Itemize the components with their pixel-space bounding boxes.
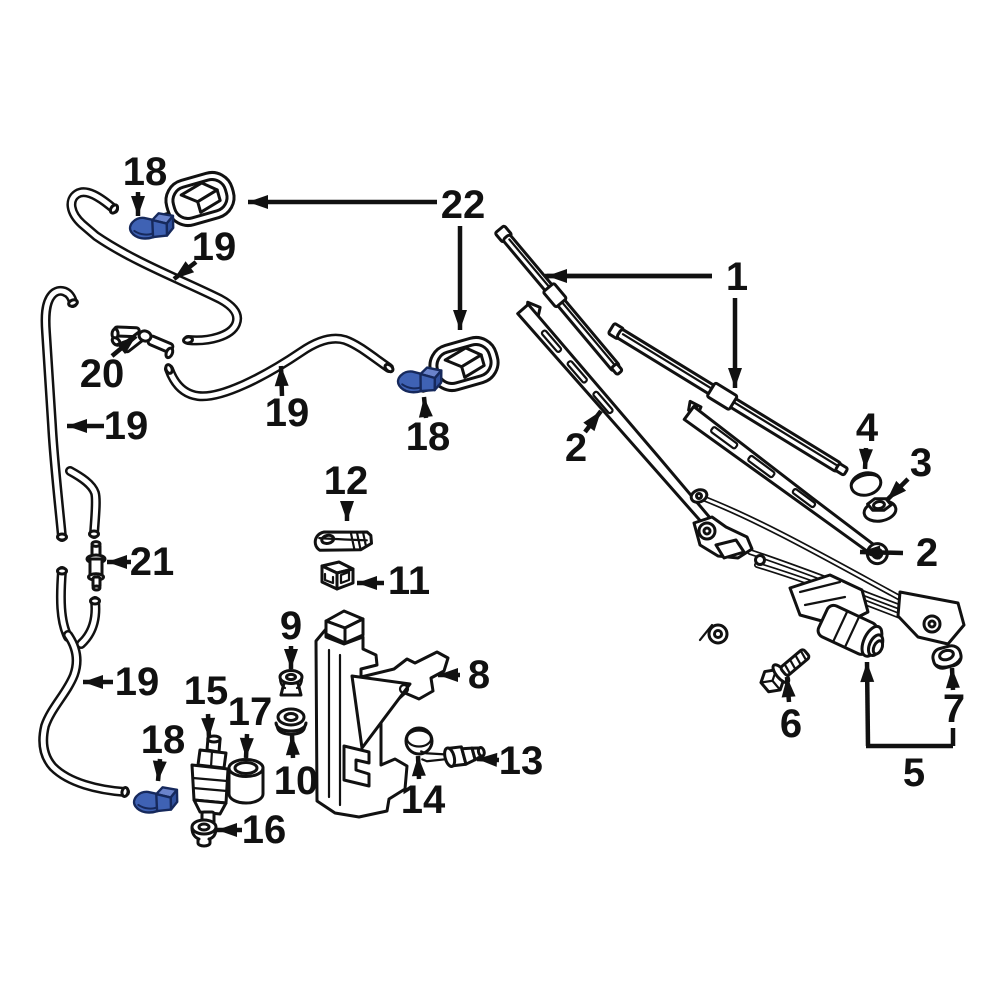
- part-number-label: 8: [468, 653, 490, 697]
- callout-arrow: [201, 713, 216, 739]
- part-number-label: 18: [123, 150, 168, 194]
- mount-grommet: [931, 644, 963, 670]
- part-number-label: 16: [242, 808, 287, 852]
- callout-arrow: [781, 676, 796, 703]
- part-number-label: 19: [192, 225, 237, 269]
- callout-10-18: 10: [274, 734, 319, 803]
- part-number-label: 17: [228, 690, 273, 734]
- callout-3-10: 3: [885, 441, 932, 502]
- callout-19-5: 19: [265, 365, 310, 435]
- part-number-label: 19: [115, 660, 160, 704]
- pump-seal-grommet: [190, 818, 218, 848]
- part-number-label: 1: [726, 255, 748, 299]
- washer-hose-left: [40, 285, 101, 542]
- pivot-nut: [862, 497, 898, 523]
- part-number-label: 19: [104, 404, 149, 448]
- callout-arrow: [110, 334, 138, 358]
- washer-reservoir: [314, 609, 450, 819]
- part-number-label: 13: [499, 739, 544, 783]
- callout-11-16: 11: [357, 559, 430, 603]
- callout-13-21: 13: [476, 739, 544, 783]
- part-number-label: 5: [903, 751, 925, 795]
- part-number-label: 12: [324, 459, 369, 503]
- reservoir-cap-pin: [278, 669, 304, 697]
- part-number-label: 9: [280, 604, 302, 648]
- callout-12-15: 12: [324, 459, 369, 521]
- part-number-label: 15: [184, 669, 229, 713]
- callout-4-9: 4: [856, 406, 879, 470]
- part-number-label: 14: [401, 778, 446, 822]
- callout-2-11: 2: [859, 531, 938, 575]
- callout-arrow: [945, 667, 960, 691]
- washer-hose-middle: [164, 333, 395, 402]
- callout-arrow: [418, 396, 433, 419]
- part-number-label: 4: [856, 406, 879, 450]
- part-number-label: 22: [441, 183, 486, 227]
- callout-18-6: 18: [406, 396, 451, 459]
- callout-8-19: 8: [438, 653, 490, 697]
- callout-22-1: 22: [248, 183, 485, 330]
- callout-arrow: [172, 260, 198, 281]
- callout-17-23: 17: [228, 690, 273, 759]
- callout-arrow: [274, 365, 289, 397]
- nozzle-clip-highlighted-2: [395, 365, 444, 395]
- callout-1-7: 1: [545, 255, 748, 388]
- part-number-label: 10: [274, 759, 319, 803]
- callout-arrow: [583, 409, 603, 434]
- hose-joint-connector: [85, 540, 107, 592]
- callout-arrow: [858, 447, 873, 470]
- wiper-motor-linkage-assembly: [689, 488, 966, 658]
- connector-block: [320, 560, 355, 591]
- callout-9-17: 9: [280, 604, 302, 669]
- nozzle-clip-highlighted-1: [127, 210, 177, 242]
- callout-arrow: [859, 545, 904, 560]
- callout-arrow: [411, 755, 426, 780]
- callout-16-24: 16: [217, 808, 286, 852]
- callout-arrow: [239, 733, 254, 759]
- callout-6-12: 6: [780, 676, 802, 746]
- callout-7-13: 7: [943, 667, 965, 746]
- retainer-clip: [313, 530, 374, 552]
- washer-hose-bottom: [38, 566, 130, 798]
- washer-hose-top: [66, 187, 243, 346]
- wiper-blade-front: [494, 224, 624, 376]
- pump-sleeve-grommet: [227, 758, 265, 805]
- part-number-label: 21: [130, 540, 175, 584]
- part-number-label: 19: [265, 391, 310, 435]
- wiper-blade-rear: [607, 322, 849, 477]
- part-number-label: 18: [141, 718, 186, 762]
- part-number-label: 11: [388, 559, 430, 603]
- callout-19-2: 19: [172, 225, 237, 281]
- callout-19-27: 19: [83, 660, 159, 704]
- reservoir-grommet: [274, 707, 308, 736]
- callout-arrow: [152, 758, 167, 782]
- nozzle-clip-highlighted-3: [131, 784, 181, 816]
- washer-pump: [190, 734, 230, 834]
- callout-arrow: [285, 734, 300, 759]
- callout-5-14: 5: [860, 661, 953, 795]
- reservoir-plug-cap: [404, 726, 434, 756]
- callout-18-25: 18: [141, 718, 186, 782]
- callout-arrow: [476, 752, 500, 767]
- callout-19-4: 19: [67, 404, 148, 448]
- callout-2-8: 2: [565, 409, 603, 470]
- part-number-label: 7: [943, 687, 965, 731]
- part-number-label: 2: [916, 531, 938, 575]
- callout-15-22: 15: [184, 669, 229, 739]
- part-number-label: 2: [565, 426, 587, 470]
- part-number-label: 18: [406, 415, 451, 459]
- callout-21-26: 21: [107, 540, 174, 584]
- callout-arrow: [860, 661, 875, 747]
- motor-mount-bolt: [759, 648, 811, 694]
- part-number-label: 6: [780, 702, 802, 746]
- part-number-label: 20: [80, 352, 125, 396]
- pivot-cap: [849, 471, 883, 497]
- part-number-label: 3: [910, 441, 932, 485]
- callout-arrow: [885, 477, 910, 502]
- callout-14-20: 14: [401, 755, 446, 822]
- callout-18-0: 18: [123, 150, 168, 216]
- callout-20-3: 20: [80, 334, 138, 396]
